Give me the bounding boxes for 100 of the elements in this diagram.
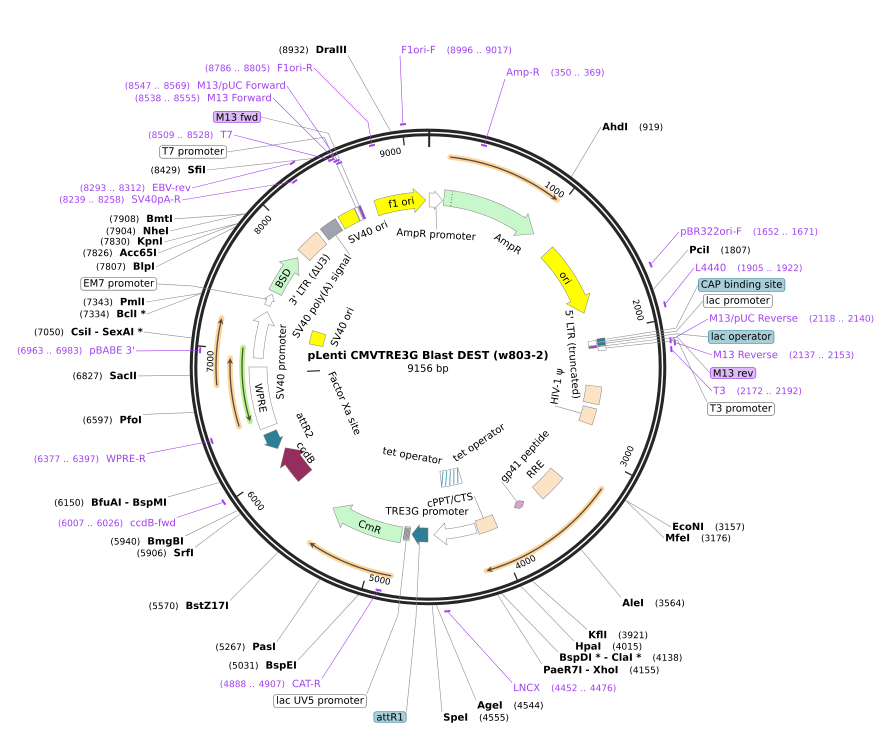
hatched-box bbox=[402, 526, 411, 542]
primer-label: LNCX (4452 .. 4476) bbox=[514, 684, 616, 692]
leader-line bbox=[144, 332, 192, 338]
site-label: (7908) BmtI bbox=[110, 214, 172, 224]
feature-tag: M13 fwd bbox=[212, 111, 262, 123]
leader-line bbox=[672, 350, 712, 392]
plasmid-name: pLenti CMVTRE3G Blast DEST (w803-2) bbox=[308, 350, 548, 362]
feature-box: WPRE bbox=[248, 366, 278, 430]
leader-line bbox=[474, 496, 484, 518]
feature-tag: lac operator bbox=[708, 330, 774, 344]
feature-block bbox=[428, 190, 443, 210]
leader-line bbox=[436, 604, 476, 700]
leader-line bbox=[298, 594, 359, 660]
site-label: (7807) BlpI bbox=[96, 262, 154, 272]
leader-line bbox=[136, 350, 200, 352]
primer-mark bbox=[328, 158, 334, 162]
leader-line bbox=[156, 226, 236, 268]
feature-label: SV40 ori bbox=[330, 306, 354, 347]
site-label: (8429) SfiI bbox=[151, 166, 205, 174]
feature-box bbox=[358, 205, 366, 220]
leader-line bbox=[176, 502, 223, 518]
site-label: (7050) CsiI - SexAI * bbox=[34, 328, 143, 336]
site-label: (5906) SrfI bbox=[137, 548, 193, 558]
feature-box bbox=[596, 338, 606, 342]
feature-box bbox=[578, 405, 598, 426]
feature-box bbox=[474, 514, 498, 535]
primer-label: Amp-R (350 .. 369) bbox=[506, 68, 604, 78]
leader-line bbox=[226, 136, 356, 208]
leader-line bbox=[348, 55, 392, 132]
leader-line bbox=[502, 481, 518, 502]
site-label: AleI (3564) bbox=[622, 598, 684, 608]
leader-line bbox=[554, 406, 582, 414]
leader-line bbox=[676, 342, 712, 356]
feature-tag: EM7 promoter bbox=[80, 277, 157, 291]
leader-line bbox=[671, 318, 708, 340]
feature-tag: attR1 bbox=[374, 711, 406, 723]
leader-line bbox=[484, 78, 506, 145]
feature-label: SV40 ori bbox=[348, 220, 388, 244]
primer-mark bbox=[669, 337, 672, 344]
site-label: SpeI (4555) bbox=[444, 713, 508, 723]
leader-line bbox=[164, 223, 238, 242]
primer-label: pBR322ori-F (1652 .. 1671) bbox=[681, 227, 818, 237]
leader-line bbox=[666, 268, 694, 304]
feature-label: tet operator bbox=[383, 447, 442, 464]
feature-label: HIV-1 ψ bbox=[550, 368, 564, 404]
leader-line bbox=[168, 482, 220, 498]
leader-line bbox=[156, 284, 267, 300]
leader-line bbox=[272, 98, 336, 160]
site-label: (7334) BclI * bbox=[80, 310, 146, 318]
feature-tag: lac promoter bbox=[703, 294, 773, 308]
leader-line bbox=[194, 513, 241, 548]
leader-line bbox=[286, 86, 339, 162]
leader-line bbox=[497, 594, 542, 665]
leader-line bbox=[146, 293, 202, 302]
primer-mark bbox=[480, 144, 488, 148]
leader-line bbox=[596, 300, 704, 343]
tick-label: 4000 bbox=[516, 555, 536, 568]
site-label: PciI (1807) bbox=[690, 246, 750, 254]
site-label: BspDI * - ClaI * (4138) bbox=[560, 653, 682, 663]
leader-line bbox=[651, 232, 680, 264]
leader-line bbox=[158, 223, 238, 254]
leader-line bbox=[260, 116, 360, 206]
primer-label: T3 (2172 .. 2192) bbox=[713, 386, 802, 396]
leader-line bbox=[206, 158, 313, 170]
feature-tag: CAP binding site bbox=[698, 278, 786, 292]
feature-label: SV40 promoter bbox=[276, 324, 287, 399]
primer-mark bbox=[210, 438, 214, 444]
feature-box bbox=[588, 340, 597, 346]
leader-line bbox=[184, 510, 238, 536]
leader-line bbox=[653, 250, 688, 290]
site-label: PaeR7I - XhoI (4155) bbox=[544, 666, 659, 674]
leader-line bbox=[230, 552, 278, 601]
feature-tag: T3 promoter bbox=[707, 402, 775, 416]
tick-label: 2000 bbox=[632, 299, 644, 320]
feature-box bbox=[320, 218, 343, 240]
primer-mark bbox=[289, 160, 296, 166]
site-label: (6150) BfuAI - BspMI bbox=[54, 498, 166, 508]
feature-box bbox=[582, 384, 602, 406]
leader-line bbox=[501, 593, 558, 652]
feature-label: AmpR promoter bbox=[396, 228, 476, 240]
site-label: (8932) DraIII bbox=[280, 46, 346, 54]
leader-line bbox=[436, 207, 437, 230]
primer-mark bbox=[336, 160, 342, 166]
leader-line bbox=[406, 542, 420, 712]
leader-line bbox=[192, 163, 290, 188]
site-label: (6597) PfoI bbox=[83, 416, 141, 424]
primer-mark bbox=[292, 178, 298, 184]
site-label: (5267) PasI bbox=[216, 642, 275, 652]
site-label: EcoNI (3157) bbox=[673, 522, 744, 532]
primer-label: F1ori-F (8996 .. 9017) bbox=[402, 46, 512, 54]
leader-line bbox=[448, 612, 512, 683]
leader-line bbox=[596, 336, 710, 374]
leader-line bbox=[520, 586, 574, 642]
plasmid-length: 9156 bp bbox=[408, 364, 448, 374]
primer-mark bbox=[648, 261, 653, 268]
leader-line bbox=[314, 68, 372, 145]
feature-box bbox=[598, 346, 606, 352]
leader-line bbox=[146, 293, 202, 314]
leader-line bbox=[625, 500, 664, 538]
feature-box bbox=[354, 206, 364, 222]
